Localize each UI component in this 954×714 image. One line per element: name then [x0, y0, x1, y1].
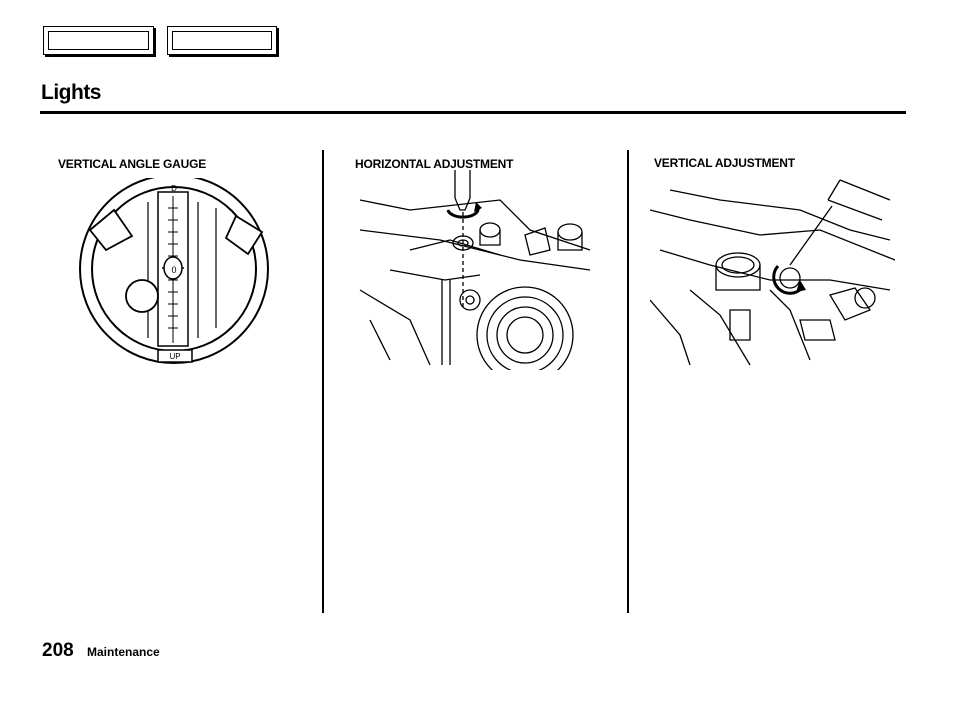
- caption-horizontal-adjustment: HORIZONTAL ADJUSTMENT: [355, 157, 514, 171]
- page-title: Lights: [41, 81, 102, 104]
- page-number: 208: [42, 640, 74, 661]
- section-name: Maintenance: [87, 645, 160, 659]
- title-divider: [40, 111, 906, 114]
- gauge-mark-d: D: [171, 184, 177, 193]
- column-divider-1: [322, 150, 324, 613]
- caption-vertical-adjustment: VERTICAL ADJUSTMENT: [654, 156, 795, 170]
- nav-button-frame: [48, 31, 149, 50]
- nav-button-2[interactable]: [167, 26, 277, 55]
- nav-button-1[interactable]: [43, 26, 154, 55]
- horizontal-adjustment-illustration: [359, 170, 591, 370]
- gauge-mark-zero: 0: [171, 265, 176, 275]
- caption-vertical-angle-gauge: VERTICAL ANGLE GAUGE: [58, 157, 207, 171]
- vertical-angle-gauge-illustration: D 0 UP: [79, 178, 269, 364]
- gauge-mark-up: UP: [169, 352, 180, 361]
- vertical-adjustment-illustration: [650, 179, 895, 366]
- nav-button-frame: [172, 31, 272, 50]
- column-divider-2: [627, 150, 629, 613]
